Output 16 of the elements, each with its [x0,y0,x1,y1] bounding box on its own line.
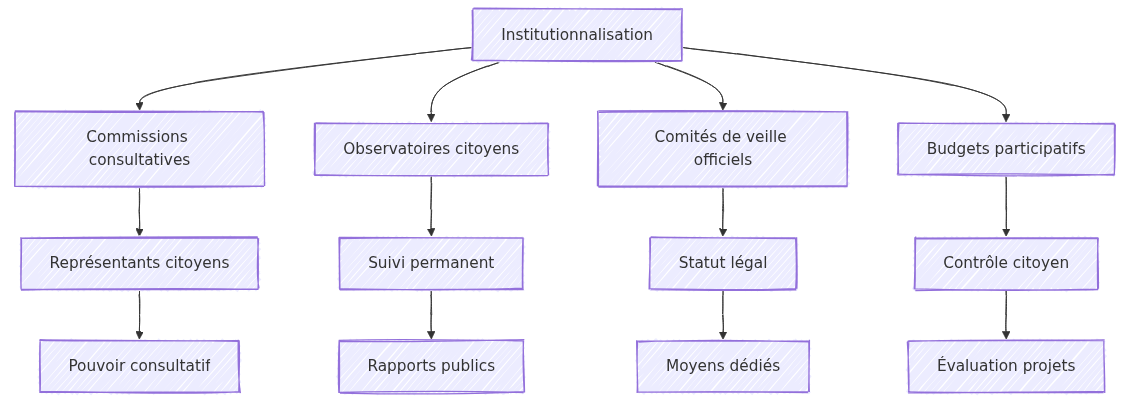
node-text: Moyens dédiés [666,356,781,376]
node-text: Contrôle citoyen [943,254,1070,273]
node-text: Observatoires citoyens [343,139,520,158]
arrow [135,290,145,340]
node-text: Comités de veille officiels [654,128,788,170]
node-text: Rapports publics [367,356,496,376]
arrow [1002,175,1011,237]
arrow [135,47,473,111]
node-text: Commissions consultatives [86,128,191,170]
node-text: Pouvoir consultatif [68,356,212,376]
node-text: Statut légal [679,254,768,273]
node-text: Représentants citoyens [50,254,230,273]
node-text: Institutionnalisation [501,25,654,44]
node-text: Évaluation projets [937,356,1076,376]
node-text: Budgets participatifs [927,139,1087,158]
node-text: Suivi permanent [368,254,495,273]
